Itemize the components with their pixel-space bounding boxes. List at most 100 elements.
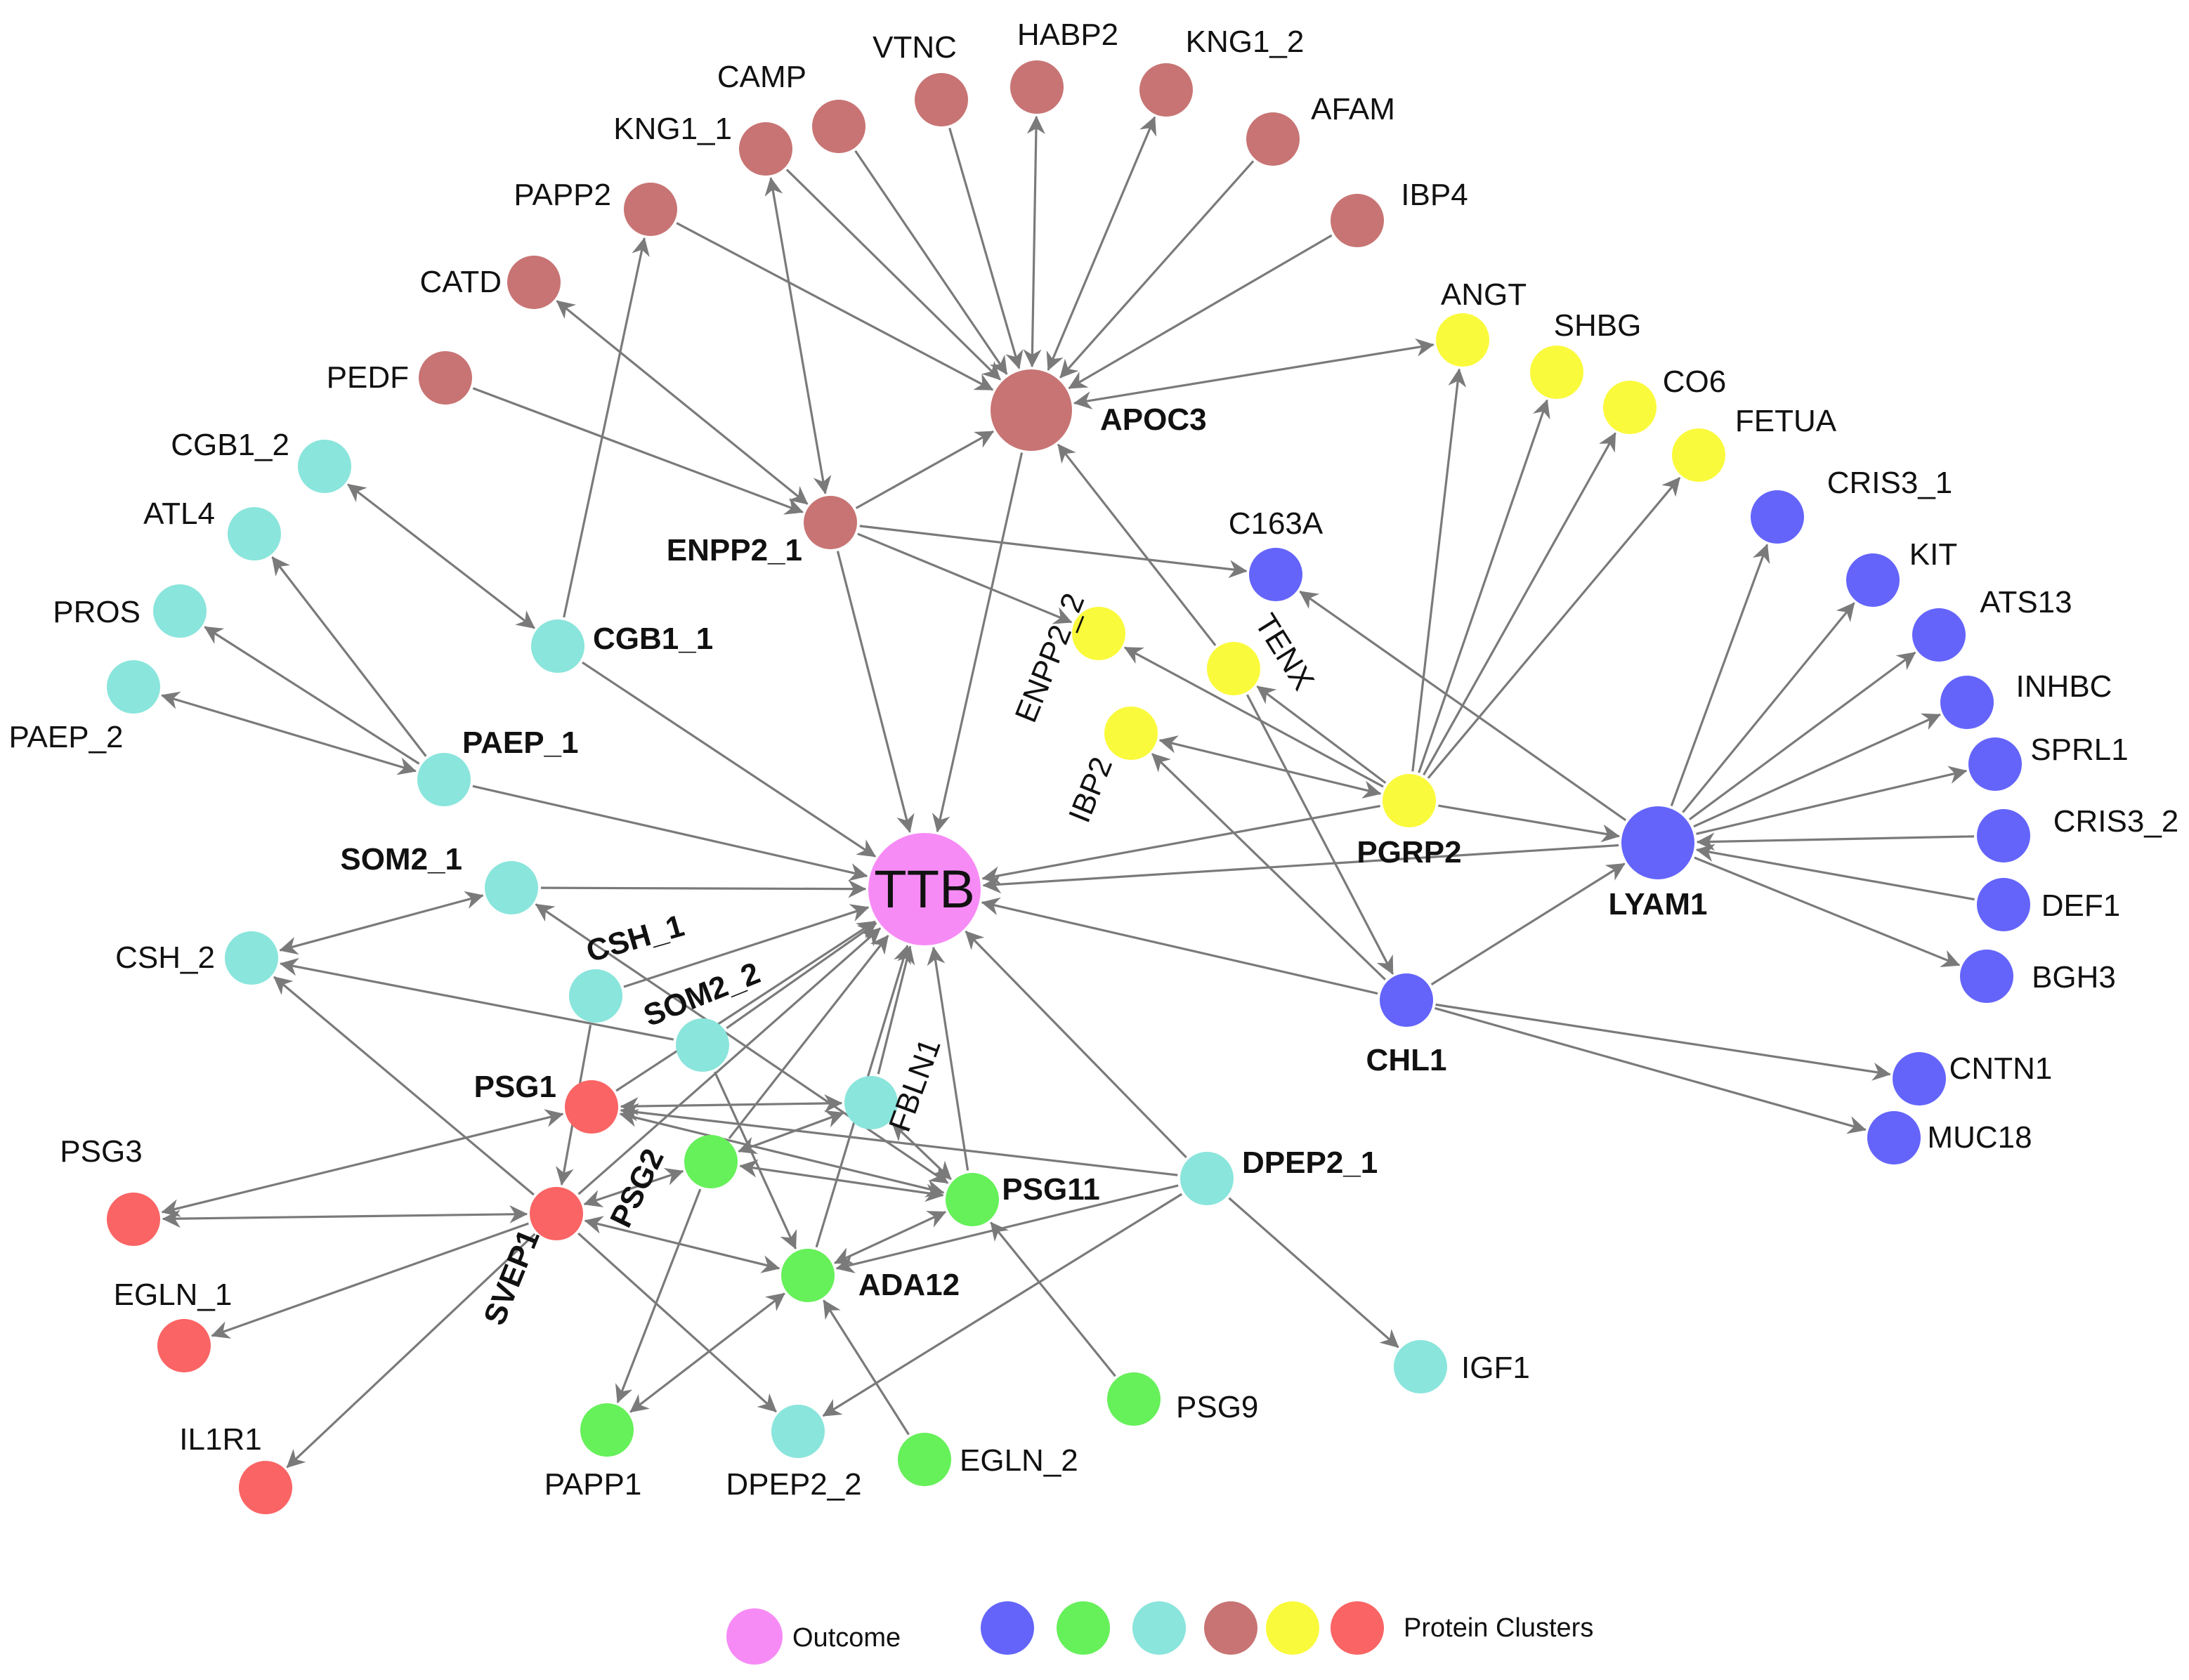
- node-psg9: [1107, 1372, 1161, 1426]
- node-label-kit: KIT: [1909, 537, 1957, 572]
- node-co6: [1603, 381, 1657, 434]
- node-label-csh_1: CSH_1: [582, 908, 688, 969]
- edge-enpp2_1-to-ttb: [836, 551, 915, 833]
- node-label-c163a: C163A: [1229, 506, 1324, 541]
- node-label-egln_1: EGLN_1: [114, 1278, 233, 1312]
- node-label-psg9: PSG9: [1176, 1390, 1258, 1424]
- edge-egln_2-to-ada12: [823, 1299, 910, 1436]
- node-label-fbln1: FBLN1: [882, 1034, 948, 1136]
- node-label-kng1_2: KNG1_2: [1186, 25, 1305, 59]
- node-cgb1_2: [298, 440, 351, 493]
- node-label-sprl1: SPRL1: [2030, 733, 2128, 767]
- node-dpep2_2: [771, 1405, 825, 1458]
- node-label-csh_2: CSH_2: [115, 940, 215, 975]
- edge-enpp2_1-to-c163a: [859, 525, 1248, 579]
- edge-svep1-to-psg3: [162, 1205, 528, 1228]
- node-fetua: [1672, 428, 1725, 482]
- legend-swatch-yellow: [1266, 1601, 1319, 1655]
- edge-paep_1-to-ttb: [472, 785, 868, 881]
- node-catd: [507, 256, 561, 309]
- legend-clusters-label: Protein Clusters: [1404, 1613, 1593, 1643]
- legend-swatch-green: [1057, 1601, 1110, 1655]
- node-habp2: [1010, 60, 1064, 114]
- node-label-enpp2_2: ENPP2_2: [1009, 589, 1092, 728]
- node-label-ibp2: IBP2: [1062, 752, 1119, 827]
- node-psg11: [946, 1173, 999, 1226]
- edge-psg11-to-ada12: [833, 1211, 947, 1264]
- node-label-il1r1: IL1R1: [179, 1422, 261, 1457]
- edge-fbln1-to-ttb: [877, 945, 915, 1075]
- node-label-muc18: MUC18: [1927, 1120, 2032, 1155]
- node-pgrp2: [1383, 774, 1436, 827]
- edge-papp2-to-apoc3: [676, 222, 994, 391]
- node-label-atl4: ATL4: [143, 497, 215, 531]
- edge-svep1-to-ada12: [584, 1216, 780, 1273]
- node-paep_1: [417, 753, 471, 806]
- edge-pedf-to-enpp2_1: [472, 387, 804, 515]
- node-label-cris3_2: CRIS3_2: [2053, 804, 2179, 839]
- node-cris3_2: [1977, 809, 2030, 862]
- edge-lyam1-to-sprl1: [1696, 766, 1968, 835]
- edge-paep_1-to-pros: [204, 626, 420, 765]
- edge-pgrp2-to-lyam1: [1438, 804, 1621, 843]
- edge-apoc3-to-angt: [1073, 338, 1435, 409]
- edge-csh_1-to-ttb: [623, 904, 870, 988]
- node-label-angt: ANGT: [1441, 277, 1527, 312]
- node-label-bgh3: BGH3: [2032, 960, 2116, 995]
- node-ada12: [781, 1249, 835, 1302]
- edge-kng1_1-to-apoc3: [785, 169, 1001, 381]
- edge-pgrp2-to-fetua: [1427, 477, 1681, 779]
- node-afam: [1246, 112, 1300, 166]
- edge-pgrp2-to-shbg: [1418, 399, 1550, 773]
- node-angt: [1436, 313, 1489, 367]
- node-label-ats13: ATS13: [1980, 585, 2072, 619]
- edge-chl1-to-muc18: [1434, 1006, 1867, 1134]
- node-shbg: [1530, 346, 1583, 399]
- node-som2_1: [485, 861, 538, 914]
- edge-enpp2_1-to-enpp2_2: [857, 532, 1073, 624]
- node-label-paep_1: PAEP_1: [462, 726, 579, 760]
- node-label-apoc3: APOC3: [1100, 402, 1207, 437]
- node-papp2: [624, 183, 677, 236]
- edge-dpep2_1-to-ada12: [835, 1184, 1179, 1273]
- node-egln_1: [157, 1319, 211, 1372]
- node-dpep2_1: [1180, 1152, 1234, 1205]
- edge-som2_2-to-ttb: [726, 921, 877, 1030]
- edge-lyam1-to-bgh3: [1694, 856, 1961, 967]
- node-label-inhbc: INHBC: [2016, 669, 2112, 704]
- edge-dpep2_1-to-ttb: [965, 931, 1187, 1159]
- node-chl1: [1380, 973, 1433, 1027]
- node-bgh3: [1960, 950, 2013, 1003]
- node-ats13: [1912, 608, 1966, 662]
- node-label-pros: PROS: [53, 595, 141, 629]
- node-label-tenx: TENX: [1248, 608, 1321, 696]
- edge-camp-to-apoc3: [854, 150, 1008, 375]
- node-pros: [153, 584, 207, 638]
- node-label-papp1: PAPP1: [544, 1467, 642, 1502]
- node-sprl1: [1968, 737, 2022, 791]
- node-kng1_2: [1139, 63, 1193, 117]
- edge-chl1-to-ttb: [981, 897, 1378, 995]
- legend-swatch-red: [1331, 1601, 1384, 1655]
- edge-dpep2_1-to-igf1: [1228, 1197, 1399, 1348]
- node-papp1: [580, 1403, 634, 1457]
- node-label-egln_2: EGLN_2: [960, 1443, 1078, 1478]
- node-enpp2_1: [804, 496, 857, 549]
- edge-lyam1-to-kit: [1682, 602, 1855, 813]
- edge-cgb1_1-to-cgb1_2: [347, 483, 535, 629]
- node-label-pedf: PEDF: [327, 360, 409, 395]
- edge-lyam1-to-c163a: [1299, 590, 1627, 822]
- legend-outcome-label: Outcome: [792, 1623, 901, 1653]
- node-label-afam: AFAM: [1311, 92, 1395, 126]
- edge-def1-to-lyam1: [1695, 844, 1975, 901]
- edge-som2_2-to-csh_2: [279, 957, 674, 1041]
- edge-svep1-to-il1r1: [286, 1233, 536, 1469]
- edge-psg11-to-psg1: [619, 1109, 945, 1197]
- node-cgb1_1: [531, 619, 584, 673]
- node-cntn1: [1893, 1052, 1946, 1105]
- edge-afam-to-apoc3: [1059, 160, 1255, 379]
- edge-svep1-to-egln_1: [211, 1222, 529, 1339]
- node-atl4: [228, 507, 281, 560]
- edge-som2_1-to-csh_2: [279, 891, 484, 955]
- edge-lyam1-to-cris3_1: [1670, 544, 1770, 806]
